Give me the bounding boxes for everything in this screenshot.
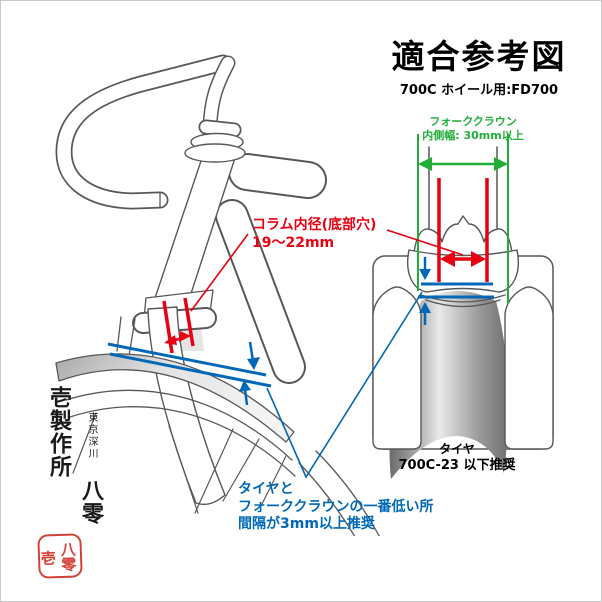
clearance-measure-left [107,341,272,406]
column-diameter-label: コラム内径(底部穴) 19〜22mm [252,216,376,252]
maker-seal: 八零壱 [37,533,83,579]
title-block: 適合参考図 700C ホイール用:FD700 [379,37,579,99]
spokes [72,412,287,514]
tire-clearance-label: タイヤと フォーククラウンの一番低い所 間隔が3mm以上推奨 [238,481,433,534]
tire-clearance-line1: タイヤと [238,481,294,497]
fork-crown-width-line2: 内側幅: 30mm以上 [422,129,524,143]
fork-crown-width-label: フォーククラウン 内側幅: 30mm以上 [394,115,552,144]
maker-location-label: 東京深川 [86,412,97,460]
column-diameter-line1: コラム内径(底部穴) [252,217,377,233]
fork-leg-left [372,286,422,450]
tire-size-label: タイヤ 700C-23 以下推奨 [392,442,522,474]
maker-name-label: 八零壱製作所 [46,386,104,525]
tire-clearance-line3: 間隔が3mm以上推奨 [238,516,375,532]
down-tube-stub [215,199,306,384]
clearance-measure-right [418,257,494,325]
crown-width-measure [417,134,509,304]
maker-signature: 東京深川 八零壱製作所 [43,386,107,546]
stem [198,55,242,138]
handlebar [55,54,232,210]
column-diameter-measure [162,178,489,354]
tire-clearance-line2: フォーククラウンの一番低い所 [238,498,434,515]
column-diameter-line2: 19〜22mm [252,235,335,252]
fork-front-view [372,146,554,479]
top-tube-stub [228,153,327,199]
tire-size-line2: 700C-23 以下推奨 [398,457,516,473]
wheel-rim [65,389,380,536]
column-leader-lines [190,229,464,312]
page-title: 適合参考図 [391,37,567,76]
page-subtitle: 700C ホイール用:FD700 [399,83,559,99]
headset [184,132,246,163]
clearance-leader-line [266,291,423,479]
fork-crown-width-line1: フォーククラウン [429,115,517,128]
tire-size-line1: タイヤ [439,442,475,456]
fork-leg-right [504,286,554,450]
